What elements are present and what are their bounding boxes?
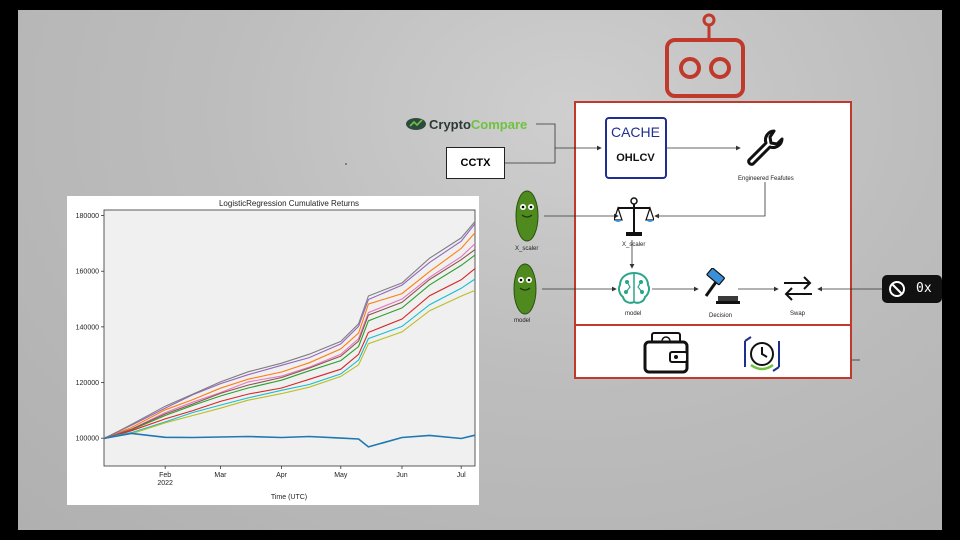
robot-icon: [665, 13, 745, 98]
slide-canvas: LogisticRegression Cumulative Returns Ti…: [18, 10, 942, 530]
series-line: [103, 223, 476, 439]
x-tick-label: Jul: [457, 472, 466, 479]
y-tick-label: 180000: [76, 213, 99, 220]
chart-svg: LogisticRegression Cumulative Returns Ti…: [76, 199, 476, 501]
x-axis-label: Time (UTC): [271, 494, 307, 501]
cache-subtitle: OHLCV: [616, 152, 655, 164]
series-line: [103, 289, 476, 439]
zerox-badge: 0x: [882, 275, 942, 303]
cryptocompare-word1: Crypto: [429, 116, 471, 132]
chart-title: LogisticRegression Cumulative Returns: [219, 199, 359, 208]
connector-lines: [505, 123, 882, 361]
x-scaler-pickle-label: X_scaler: [515, 246, 539, 252]
y-tick-label: 120000: [76, 380, 99, 387]
swap-label: Swap: [790, 311, 806, 317]
cryptocompare-word2: Compare: [470, 116, 528, 132]
y-tick-label: 140000: [76, 324, 99, 331]
x-tick-label: May: [334, 472, 348, 479]
series-line: [103, 268, 476, 440]
engineered-features-label: Engineered Feafutes: [738, 176, 794, 182]
y-tick-label: 160000: [76, 269, 99, 276]
x-tick-label: Feb: [159, 472, 171, 479]
series-line: [103, 254, 476, 440]
series-line: [103, 221, 476, 440]
series-line: [103, 243, 476, 439]
gavel-icon: [704, 268, 740, 304]
model-pickle-icon: [513, 263, 537, 315]
bot-frame-divider: [574, 324, 852, 326]
series-line: [103, 278, 476, 439]
x-tick-label: Jun: [396, 472, 407, 479]
x-scaler-pickle-icon: [515, 190, 539, 242]
series-line: [103, 432, 476, 448]
stray-dot: [345, 163, 347, 165]
model-node-label: model: [625, 311, 642, 317]
model-pickle-label: model: [514, 318, 531, 324]
x-scaler-node-label: X_scaler: [622, 242, 646, 248]
neural-brain-icon: [618, 271, 650, 304]
y-axis-ticks: 100000 120000 140000 160000 180000: [76, 213, 104, 443]
cctx-box: CCTX: [446, 147, 505, 179]
swap-arrows-icon: [784, 276, 812, 301]
x-tick-label: 2022: [157, 480, 173, 487]
clock-refresh-icon: [744, 336, 780, 372]
zerox-label: 0x: [916, 281, 932, 296]
decision-label: Decision: [709, 313, 733, 319]
zerox-logo-icon: [889, 281, 905, 297]
y-tick-label: 100000: [76, 436, 99, 443]
series-line: [103, 249, 476, 440]
plot-area: [103, 209, 476, 467]
balance-scale-icon: [614, 197, 654, 236]
wrench-icon: [747, 129, 784, 166]
chart-series: [103, 221, 476, 448]
series-line: [103, 232, 476, 439]
cryptocompare-logo-mark: [406, 118, 426, 130]
cache-box: CACHE OHLCV: [605, 117, 667, 179]
cache-title: CACHE: [610, 124, 660, 140]
x-tick-label: Mar: [214, 472, 227, 479]
wallet-icon: [643, 332, 689, 374]
x-tick-label: Apr: [276, 472, 288, 479]
cumulative-returns-chart: LogisticRegression Cumulative Returns Ti…: [67, 196, 479, 505]
